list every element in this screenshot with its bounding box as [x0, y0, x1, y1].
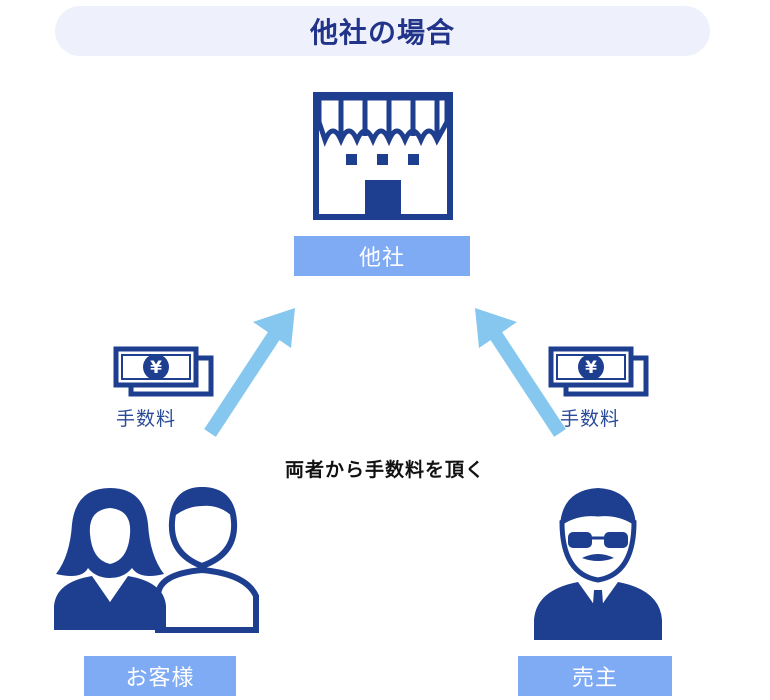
left-fee-label: 手数料	[116, 408, 177, 430]
page-title: 他社の場合	[309, 16, 455, 49]
seller-label: 売主	[518, 656, 672, 696]
customers-label-text: お客様	[125, 666, 195, 691]
customers-label: お客様	[84, 656, 236, 696]
store-label-text: 他社	[358, 246, 405, 271]
right-arrow-icon	[475, 308, 566, 437]
seller-icon	[534, 488, 662, 640]
title-banner: 他社の場合	[55, 6, 710, 56]
right-fee-label: 手数料	[560, 408, 621, 430]
seller-label-text: 売主	[571, 666, 618, 691]
yen-money-icon: ¥	[548, 346, 649, 397]
center-caption: 両者から手数料を頂く	[284, 459, 485, 481]
svg-text:¥: ¥	[585, 358, 597, 378]
left-arrow-icon	[204, 308, 295, 437]
yen-money-icon: ¥	[113, 346, 214, 397]
store-icon	[313, 92, 453, 220]
store-label: 他社	[294, 236, 470, 276]
svg-text:¥: ¥	[150, 358, 162, 378]
customers-icon	[54, 486, 259, 633]
